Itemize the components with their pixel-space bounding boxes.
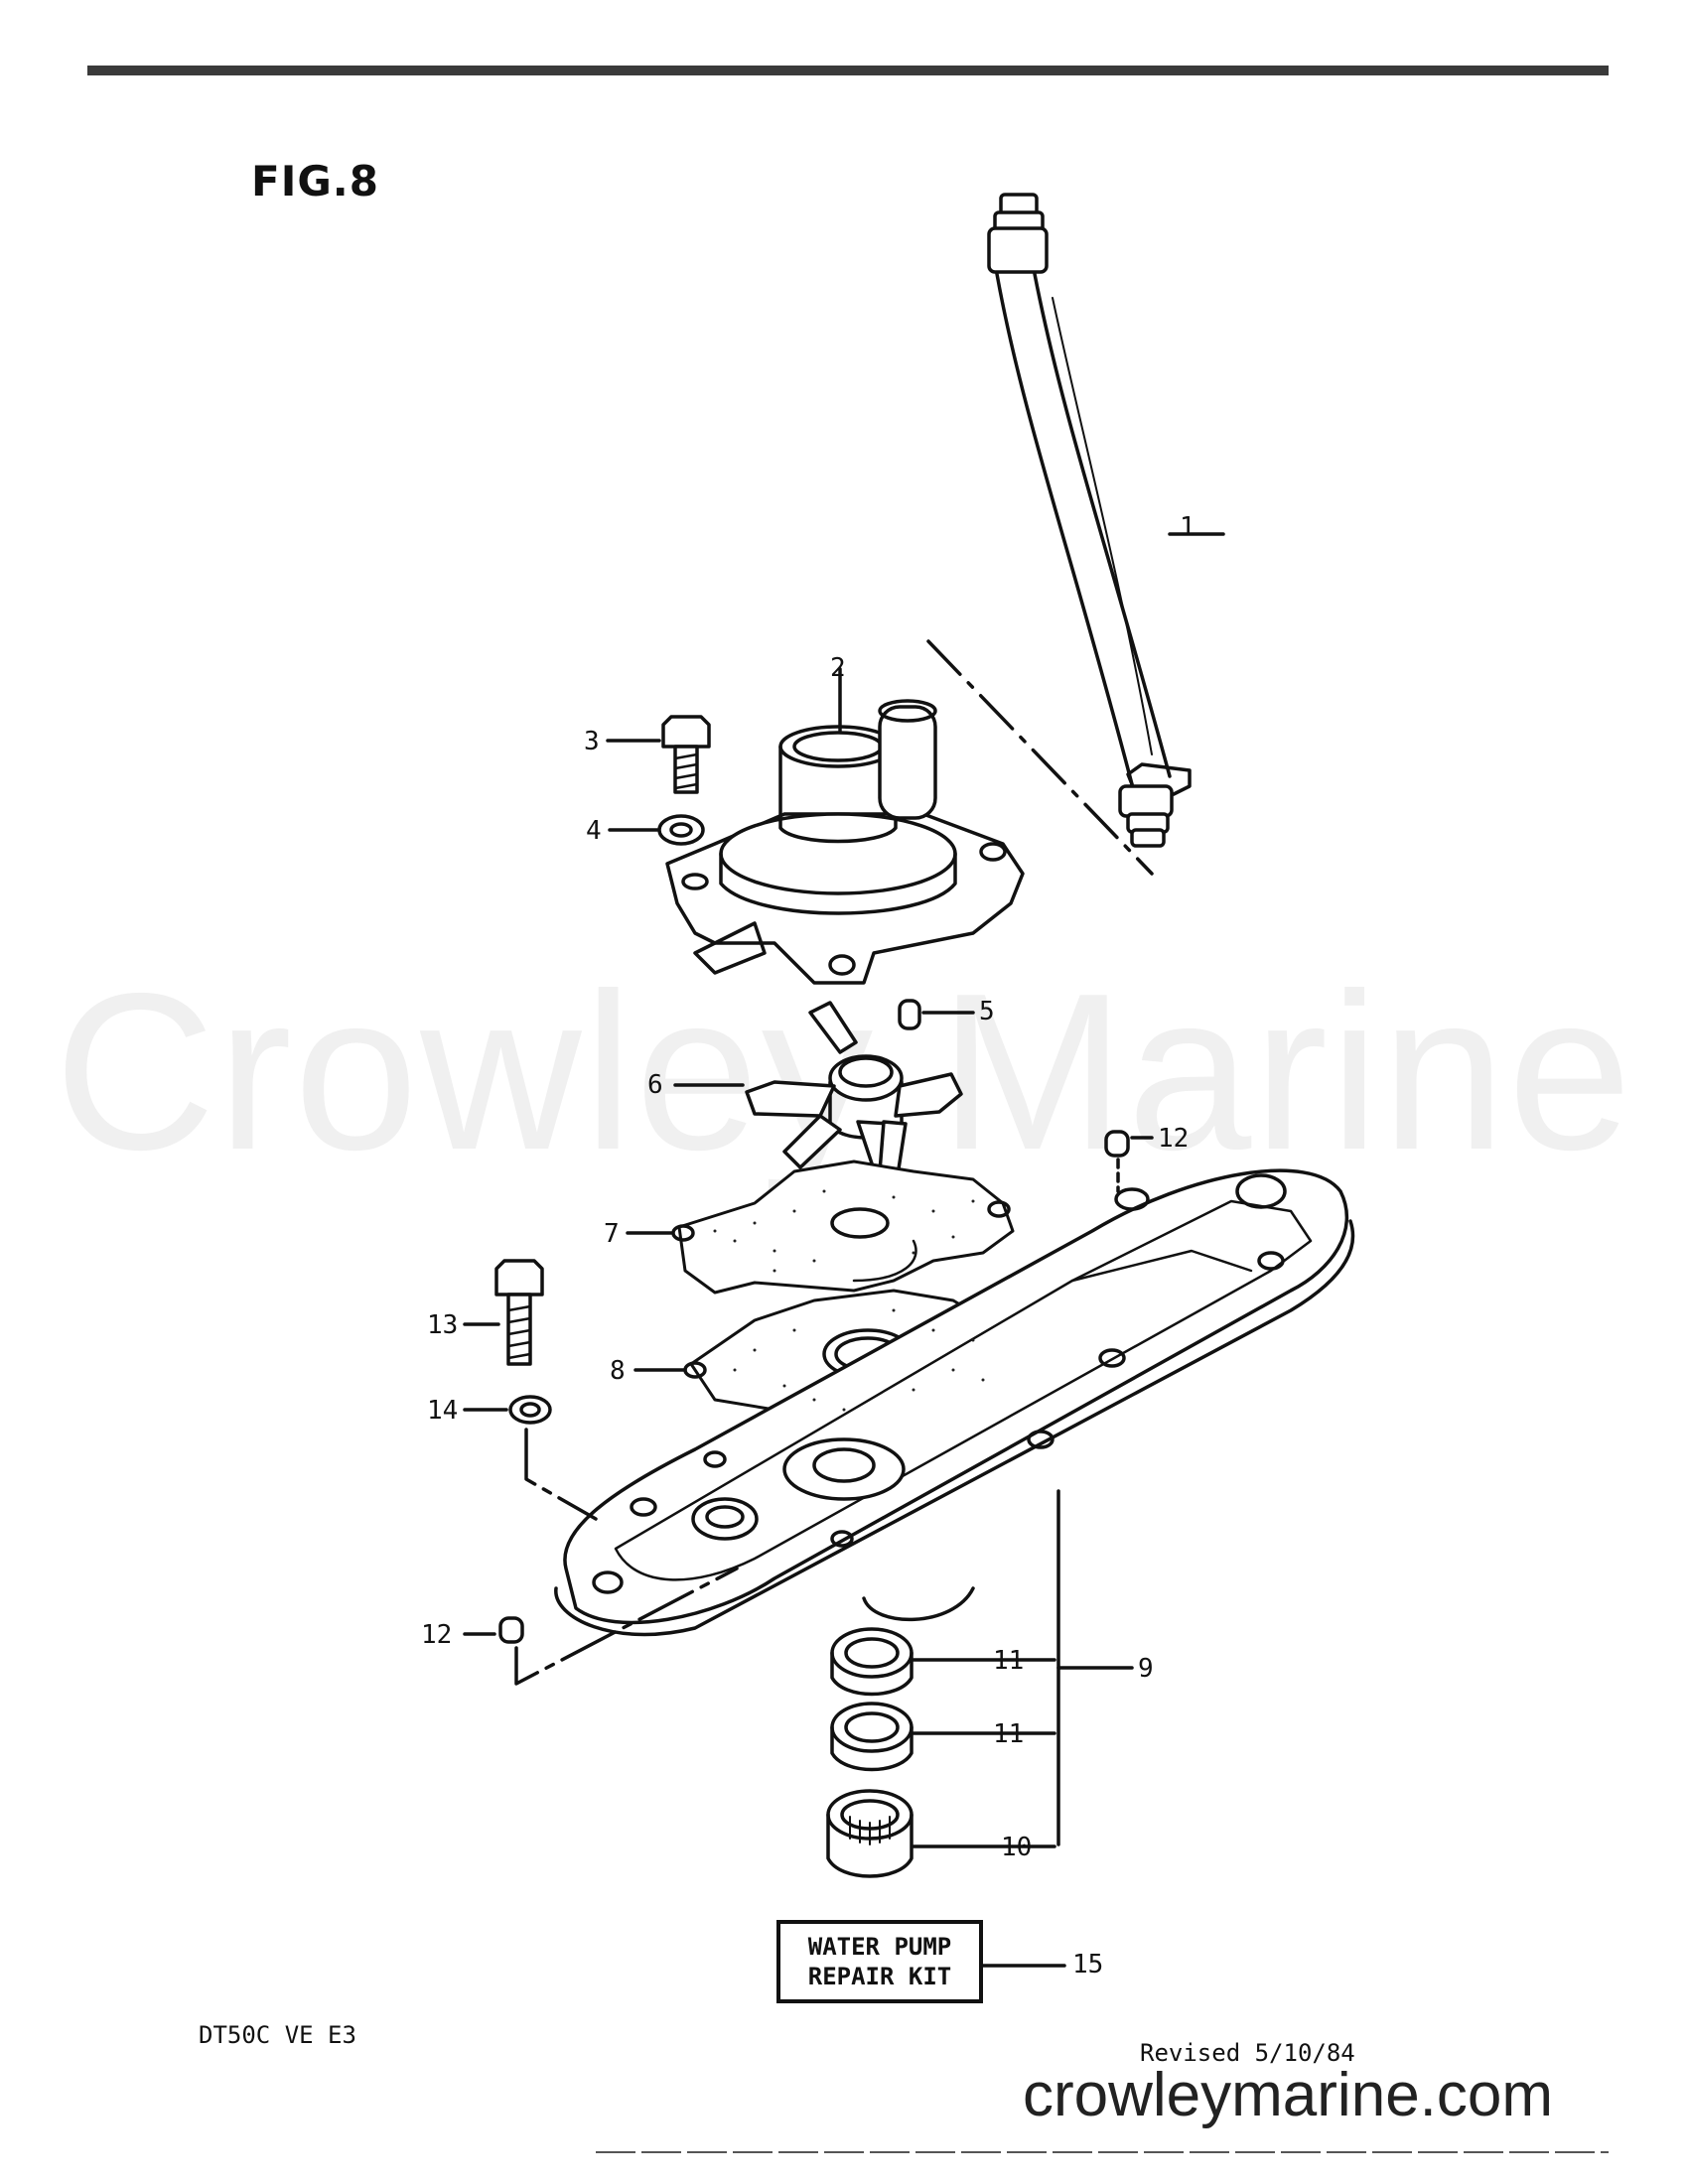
callout-3: 3 [584, 727, 600, 756]
kit-label-line-1: WATER PUMP [807, 1933, 952, 1961]
site-watermark: crowleymarine.com [1023, 2061, 1554, 2129]
callout-11-upper: 11 [993, 1646, 1025, 1676]
tube-link-dashed-line [926, 639, 1154, 876]
callout-9: 9 [1138, 1654, 1154, 1684]
impeller-part-6 [673, 1001, 963, 1177]
dowel-pin-part-12-lower [463, 1567, 739, 1686]
callout-13: 13 [427, 1310, 459, 1340]
water-tube-part-1 [987, 193, 1225, 848]
washer-part-14 [463, 1395, 598, 1521]
main-plate-part-9 [554, 1168, 1355, 1846]
callout-1: 1 [1180, 512, 1196, 542]
callout-10: 10 [1001, 1833, 1033, 1862]
oil-seal-part-11-lower [830, 1702, 1056, 1772]
pump-housing-part-2 [665, 667, 1025, 985]
callout-12-lower: 12 [421, 1620, 453, 1650]
callout-2: 2 [830, 653, 846, 683]
bolt-part-3 [606, 715, 711, 794]
repair-kit-box: WATER PUMP REPAIR KIT [776, 1920, 983, 2003]
callout-5: 5 [979, 997, 995, 1026]
callout-12-upper: 12 [1158, 1124, 1190, 1154]
oil-seal-part-11-upper [830, 1627, 1056, 1697]
upper-gasket-part-7 [626, 1160, 1015, 1295]
callout-11-lower: 11 [993, 1719, 1025, 1749]
callout-15: 15 [1072, 1950, 1104, 1979]
callout-7: 7 [604, 1219, 620, 1249]
long-bolt-part-13 [463, 1259, 544, 1366]
needle-bearing-part-10 [826, 1789, 1056, 1878]
washer-part-4 [608, 814, 705, 846]
callout-14: 14 [427, 1396, 459, 1426]
dowel-pin-part-12-upper [1104, 1130, 1154, 1193]
callout-6: 6 [647, 1070, 663, 1100]
kit-label-line-2: REPAIR KIT [807, 1963, 952, 1990]
key-part-5 [898, 999, 975, 1030]
revision-date: Revised 5/10/84 [1140, 2039, 1355, 2067]
figure-title: FIG.8 [251, 157, 379, 205]
gasket-stipple [713, 1189, 985, 1412]
callout-8: 8 [610, 1356, 626, 1386]
model-code: DT50C VE E3 [199, 2021, 356, 2049]
callout-4: 4 [586, 816, 602, 846]
top-border-bar [87, 66, 1609, 75]
